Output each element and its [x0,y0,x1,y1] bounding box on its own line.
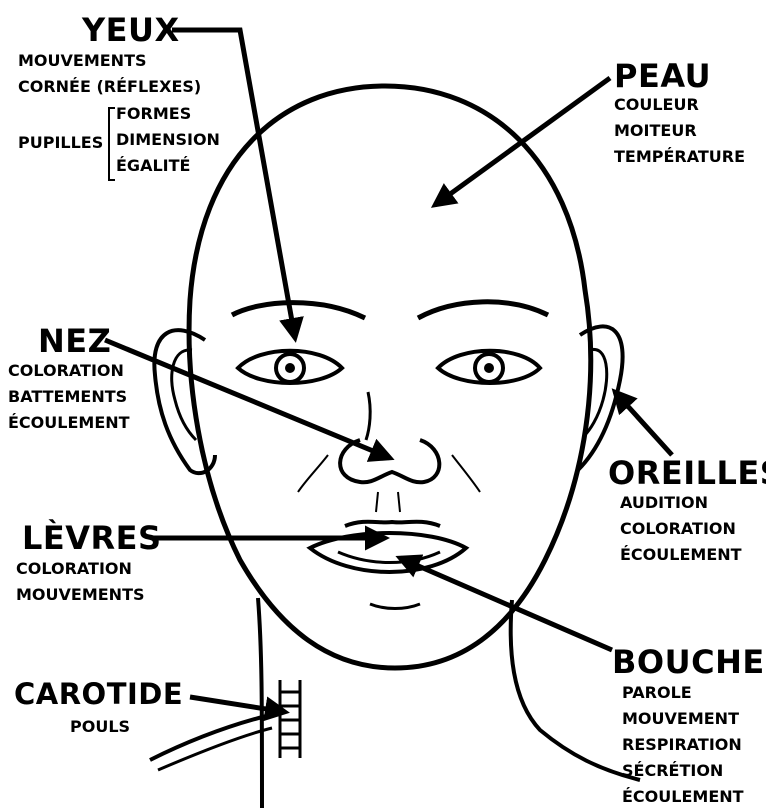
neck-outline-right [511,600,640,780]
yeux-item: CORNÉE (RÉFLEXES) [18,74,201,100]
oreilles-leader-line [615,392,672,455]
peau-leader-line [435,78,610,205]
bouche-item: RESPIRATION [622,732,744,758]
levres-title: LÈVRES [22,522,162,554]
yeux-items: MOUVEMENTS CORNÉE (RÉFLEXES) [18,48,201,100]
levres-items: COLORATION MOUVEMENTS [16,556,145,608]
peau-items: COULEUR MOITEUR TEMPÉRATURE [614,92,745,170]
nez-item: COLORATION [8,358,130,384]
pupilles-brace [108,107,115,181]
chin-line [370,604,420,609]
yeux-title: YEUX [82,14,180,46]
left-pupil [285,363,295,373]
tongue [338,552,440,563]
right-pupil [484,363,494,373]
nez-title: NEZ [38,325,111,357]
oreilles-items: AUDITION COLORATION ÉCOULEMENT [620,490,742,568]
oreilles-item: COLORATION [620,516,742,542]
levres-item: MOUVEMENTS [16,582,145,608]
cheek-line-left [298,455,328,492]
peau-item: TEMPÉRATURE [614,144,745,170]
pupilles-item: FORMES [116,101,220,127]
nose-bridge [366,392,370,440]
carotide-leader-line [190,697,285,712]
oreilles-item: AUDITION [620,490,742,516]
levres-item: COLORATION [16,556,145,582]
pupilles-item: DIMENSION [116,127,220,153]
philtrum [376,492,400,512]
pupilles-label: PUPILLES [18,130,103,156]
bouche-item: MOUVEMENT [622,706,744,732]
oreilles-item: ÉCOULEMENT [620,542,742,568]
peau-item: MOITEUR [614,118,745,144]
bouche-item: PAROLE [622,680,744,706]
nose [340,440,439,482]
nez-item: ÉCOULEMENT [8,410,130,436]
neck-outline-left [258,598,262,808]
upper-lip [345,522,440,526]
pupilles-items: FORMES DIMENSION ÉGALITÉ [116,101,220,179]
peau-title: PEAU [614,60,711,92]
oreilles-title: OREILLES [608,457,766,489]
left-eyebrow [232,303,365,318]
carotide-title: CAROTIDE [14,680,183,709]
nez-leader-line [105,340,390,458]
finger-pointer [150,715,270,760]
carotid-artery-icon [280,680,300,758]
peau-item: COULEUR [614,92,745,118]
pupilles-item: ÉGALITÉ [116,153,220,179]
bouche-title: BOUCHE [612,646,765,678]
bouche-item: SÉCRÉTION [622,758,744,784]
bouche-item: ÉCOULEMENT [622,784,744,810]
carotide-items: POULS [70,714,130,740]
nez-items: COLORATION BATTEMENTS ÉCOULEMENT [8,358,130,436]
yeux-item: MOUVEMENTS [18,48,201,74]
bouche-leader-line [400,558,612,650]
nez-item: BATTEMENTS [8,384,130,410]
right-eyebrow [418,302,548,318]
bouche-items: PAROLE MOUVEMENT RESPIRATION SÉCRÉTION É… [622,680,744,810]
cheek-line-right [452,455,480,492]
carotide-item: POULS [70,714,130,740]
